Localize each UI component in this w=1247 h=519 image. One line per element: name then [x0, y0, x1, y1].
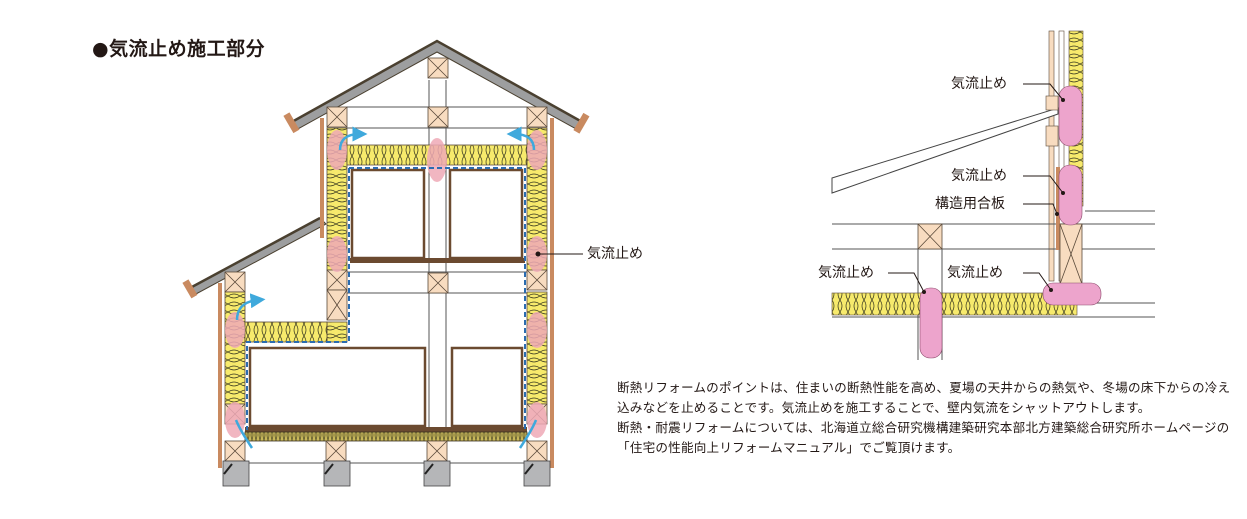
detail-airstop-mid-label: 気流止め — [951, 168, 1007, 184]
description-paragraph-1: 断熱リフォームのポイントは、住まいの断熱性能を高め、夏場の天井からの熱気や、冬場… — [617, 380, 1231, 415]
detail-airstop-bottom-left-label: 気流止め — [818, 265, 874, 281]
detail-plywood-label: 構造用合板 — [935, 196, 1005, 212]
main-roof — [283, 39, 590, 134]
section-title: ●気流止め施工部分 — [92, 38, 266, 60]
house-airstop-label: 気流止め — [587, 246, 643, 262]
detail-diagram — [831, 30, 1155, 360]
detail-airstop-bottom-right-label: 気流止め — [947, 265, 1003, 281]
description-paragraph-2: 断熱・耐震リフォームについては、北海道立総合研究機構建築研究本部北方建築総合研究… — [617, 420, 1230, 455]
detail-airstop-top-label: 気流止め — [951, 76, 1007, 92]
description-text: 断熱リフォームのポイントは、住まいの断熱性能を高め、夏場の天井からの熱気や、冬場… — [617, 378, 1242, 458]
lower-roof — [182, 216, 327, 299]
